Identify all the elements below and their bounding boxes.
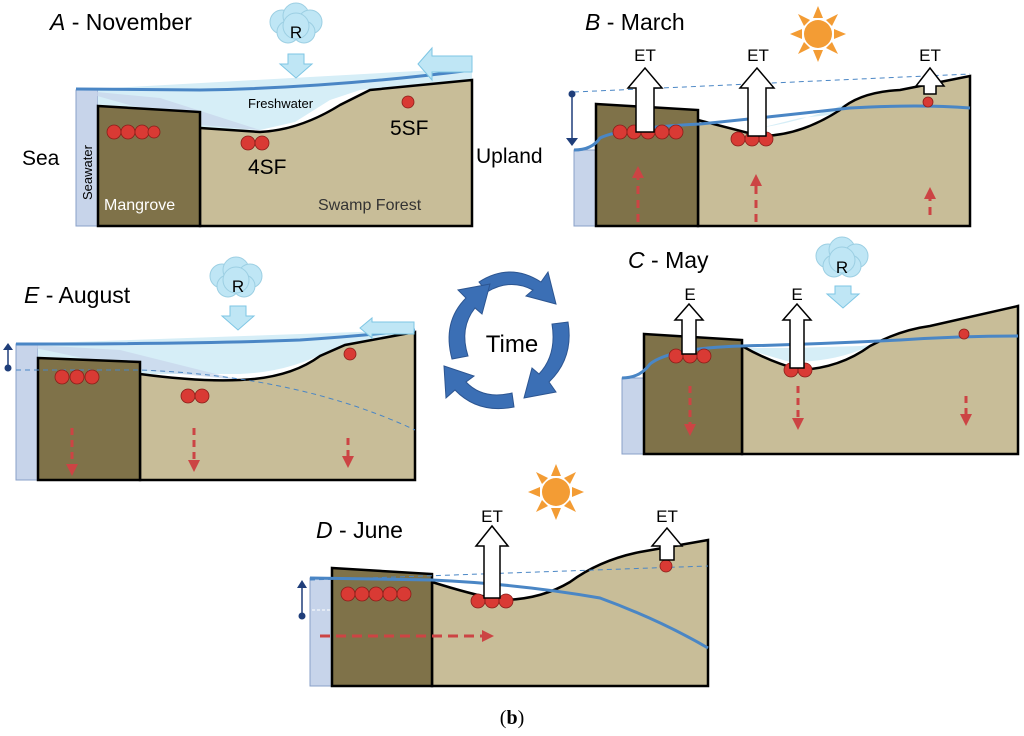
- downward-flux-arrows: [66, 428, 354, 476]
- egg-5sf: [922, 96, 934, 108]
- panel-a-title: A - November: [48, 9, 192, 35]
- et-label: ET: [919, 46, 941, 65]
- upland-label: Upland: [476, 145, 543, 168]
- seawater-label: Seawater: [80, 144, 95, 200]
- evaporation-label: E: [791, 285, 802, 304]
- panel-e-august: E - August R: [3, 256, 417, 482]
- water-table-line: [573, 104, 971, 152]
- freshwater-label: Freshwater: [248, 96, 314, 111]
- site-5sf-label: 5SF: [390, 117, 429, 140]
- level-arrow-head: [3, 343, 13, 350]
- figure-caption: (b): [500, 707, 524, 729]
- et-arrows: [474, 524, 684, 599]
- level-arrow-head: [297, 580, 307, 588]
- level-marker: [4, 364, 12, 372]
- mangrove-block: [36, 356, 142, 482]
- panel-e-title: E - August: [24, 282, 131, 308]
- egg-5sf: [401, 95, 415, 109]
- mangrove-block: [330, 566, 434, 688]
- egg-cluster-mangrove: [54, 369, 100, 385]
- egg-cluster-mangrove: [340, 586, 412, 602]
- evaporation-arrows: [673, 302, 813, 369]
- seawater-column: [309, 577, 333, 687]
- water-table-line: [75, 68, 473, 92]
- level-marker: [568, 90, 576, 98]
- cycle-arrows-icon: [443, 270, 570, 410]
- panel-d-title: D - June: [316, 517, 403, 543]
- rain-label: R: [836, 258, 848, 277]
- level-marker: [298, 612, 306, 620]
- evaporation-label: E: [684, 285, 695, 304]
- level-arrow-head: [566, 138, 578, 146]
- panel-c-title: C - May: [628, 247, 709, 273]
- egg-5sf: [343, 347, 357, 361]
- freshwater-body: [16, 330, 415, 374]
- upland-inflow-arrow: [417, 46, 473, 82]
- sea-label: Sea: [22, 147, 60, 170]
- swamp-forest-ground: [740, 304, 1020, 456]
- seawater-column: [573, 149, 597, 227]
- rain-label: R: [290, 23, 302, 42]
- seawater-column: [15, 343, 39, 481]
- mangrove-label: Mangrove: [104, 197, 175, 214]
- site-4sf-label: 4SF: [248, 156, 287, 179]
- et-label: ET: [634, 46, 656, 65]
- egg-5sf: [958, 328, 970, 340]
- swamp-forest-ground: [198, 78, 474, 228]
- mangrove-block: [642, 332, 744, 456]
- et-label: ET: [481, 507, 503, 526]
- sun-icon: [790, 6, 846, 62]
- sun-icon: [528, 464, 584, 520]
- panel-c-may: C - May E E R: [621, 236, 1020, 456]
- egg-cluster-4sf: [240, 135, 270, 151]
- panel-d-june: D - June ET ET: [297, 464, 710, 688]
- panel-b-title: B - March: [585, 9, 685, 35]
- et-label: ET: [656, 507, 678, 526]
- time-cycle: Time: [443, 270, 570, 410]
- downward-flux-arrows: [684, 386, 972, 436]
- water-table-line: [309, 576, 709, 650]
- panel-b-march: B - March ET ET ET: [566, 6, 972, 228]
- rain-arrow: [825, 285, 861, 309]
- egg-5sf: [659, 559, 673, 573]
- seawater-column: [621, 377, 645, 455]
- swamp-forest-ground: [430, 538, 710, 688]
- previous-water-level: [309, 565, 709, 581]
- egg-cluster-mangrove: [106, 124, 161, 140]
- freshwater-body: [742, 336, 1018, 362]
- swamp-forest-ground: [138, 330, 417, 482]
- upward-flux-arrows: [632, 166, 936, 222]
- swamp-forest-label: Swamp Forest: [318, 197, 422, 214]
- et-arrows: [626, 66, 946, 137]
- panel-a-november: A - November Sea Upland Seawater Freshwa…: [22, 2, 543, 228]
- previous-water-level: [16, 369, 416, 431]
- water-table-line: [621, 334, 1019, 380]
- freshwater-body: [76, 68, 472, 130]
- rain-arrow: [220, 305, 256, 331]
- rain-label: R: [232, 277, 244, 296]
- upland-inflow-arrow: [359, 316, 415, 340]
- time-label: Time: [486, 331, 538, 358]
- rain-arrow: [278, 53, 314, 79]
- egg-cluster-4sf: [180, 388, 210, 404]
- et-label: ET: [747, 46, 769, 65]
